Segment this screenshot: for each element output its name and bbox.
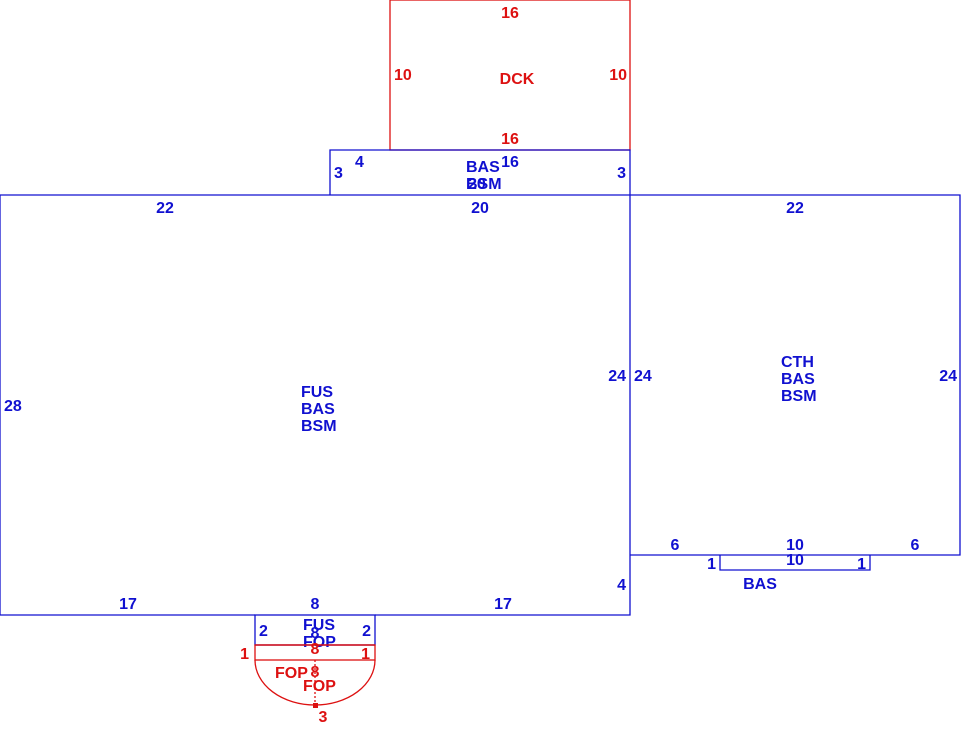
- cth-bottom-left-dimension: 6: [671, 537, 680, 554]
- open-porch-left-dimension: 1: [240, 646, 249, 663]
- porch-inner-dimension: 8: [311, 625, 320, 642]
- open-porch-top-dimension: 8: [311, 641, 320, 658]
- cth-left-dimension: 24: [634, 368, 652, 385]
- open-porch-label-fop-1: FOP: [275, 665, 308, 682]
- cth-label-bas: BAS: [781, 371, 815, 388]
- bay-left-dimension: 1: [707, 556, 716, 573]
- connector-outline: [329, 149, 631, 195]
- connector-label-number: 20: [468, 176, 486, 193]
- cth-label-cth: CTH: [781, 354, 814, 371]
- open-porch-radius-dimension: 3: [319, 709, 328, 726]
- open-porch-right-dimension: 1: [361, 646, 370, 663]
- main-label-bsm: BSM: [301, 418, 337, 435]
- open-porch-center-marker: [313, 703, 318, 708]
- main-label-fus: FUS: [301, 384, 333, 401]
- main-outline-left: [0, 194, 330, 616]
- connector-label-bsm: BSM: [466, 176, 502, 193]
- porch-label-fop: FOP: [303, 634, 336, 651]
- main-bottom-left-dimension: 17: [119, 596, 137, 613]
- porch-label-fus: FUS: [303, 617, 335, 634]
- deck-top-dimension: 16: [501, 5, 519, 22]
- bay-right-dimension: 1: [857, 556, 866, 573]
- cth-right-dimension: 24: [939, 368, 957, 385]
- main-bottom-right-dimension: 17: [494, 596, 512, 613]
- cth-top-dimension: 22: [786, 200, 804, 217]
- connector-step-dimension: 4: [355, 154, 364, 171]
- cth-label-bsm: BSM: [781, 388, 817, 405]
- deck-bottom-dimension: 16: [501, 131, 519, 148]
- deck-left-dimension: 10: [394, 67, 412, 84]
- bay-top-dimension: 10: [786, 552, 804, 569]
- main-top-left-dimension: 22: [156, 200, 174, 217]
- cth-outline: [630, 194, 961, 556]
- open-porch-inner-dimension: 8: [311, 664, 320, 681]
- open-porch-label-fop-2: FOP: [303, 678, 336, 695]
- deck-label: DCK: [500, 71, 535, 88]
- connector-label-bas: BAS: [466, 159, 500, 176]
- main-step-dimension: 4: [617, 577, 626, 594]
- deck-right-dimension: 10: [609, 67, 627, 84]
- connector-left-dimension: 3: [334, 165, 343, 182]
- main-left-dimension: 28: [4, 398, 22, 415]
- main-outline-right: [375, 555, 631, 616]
- main-label-bas: BAS: [301, 401, 335, 418]
- connector-right-dimension: 3: [617, 165, 626, 182]
- connector-top-dimension: 16: [501, 154, 519, 171]
- porch-right-dimension: 2: [362, 623, 371, 640]
- porch-left-dimension: 2: [259, 623, 268, 640]
- cth-bottom-mid-dimension: 10: [786, 537, 804, 554]
- main-right-dimension: 24: [608, 368, 626, 385]
- bay-label: BAS: [743, 576, 777, 593]
- cth-bottom-right-dimension: 6: [911, 537, 920, 554]
- main-top-mid-dimension: 20: [471, 200, 489, 217]
- bay-outline: [719, 555, 871, 571]
- main-bottom-mid-dimension: 8: [311, 596, 320, 613]
